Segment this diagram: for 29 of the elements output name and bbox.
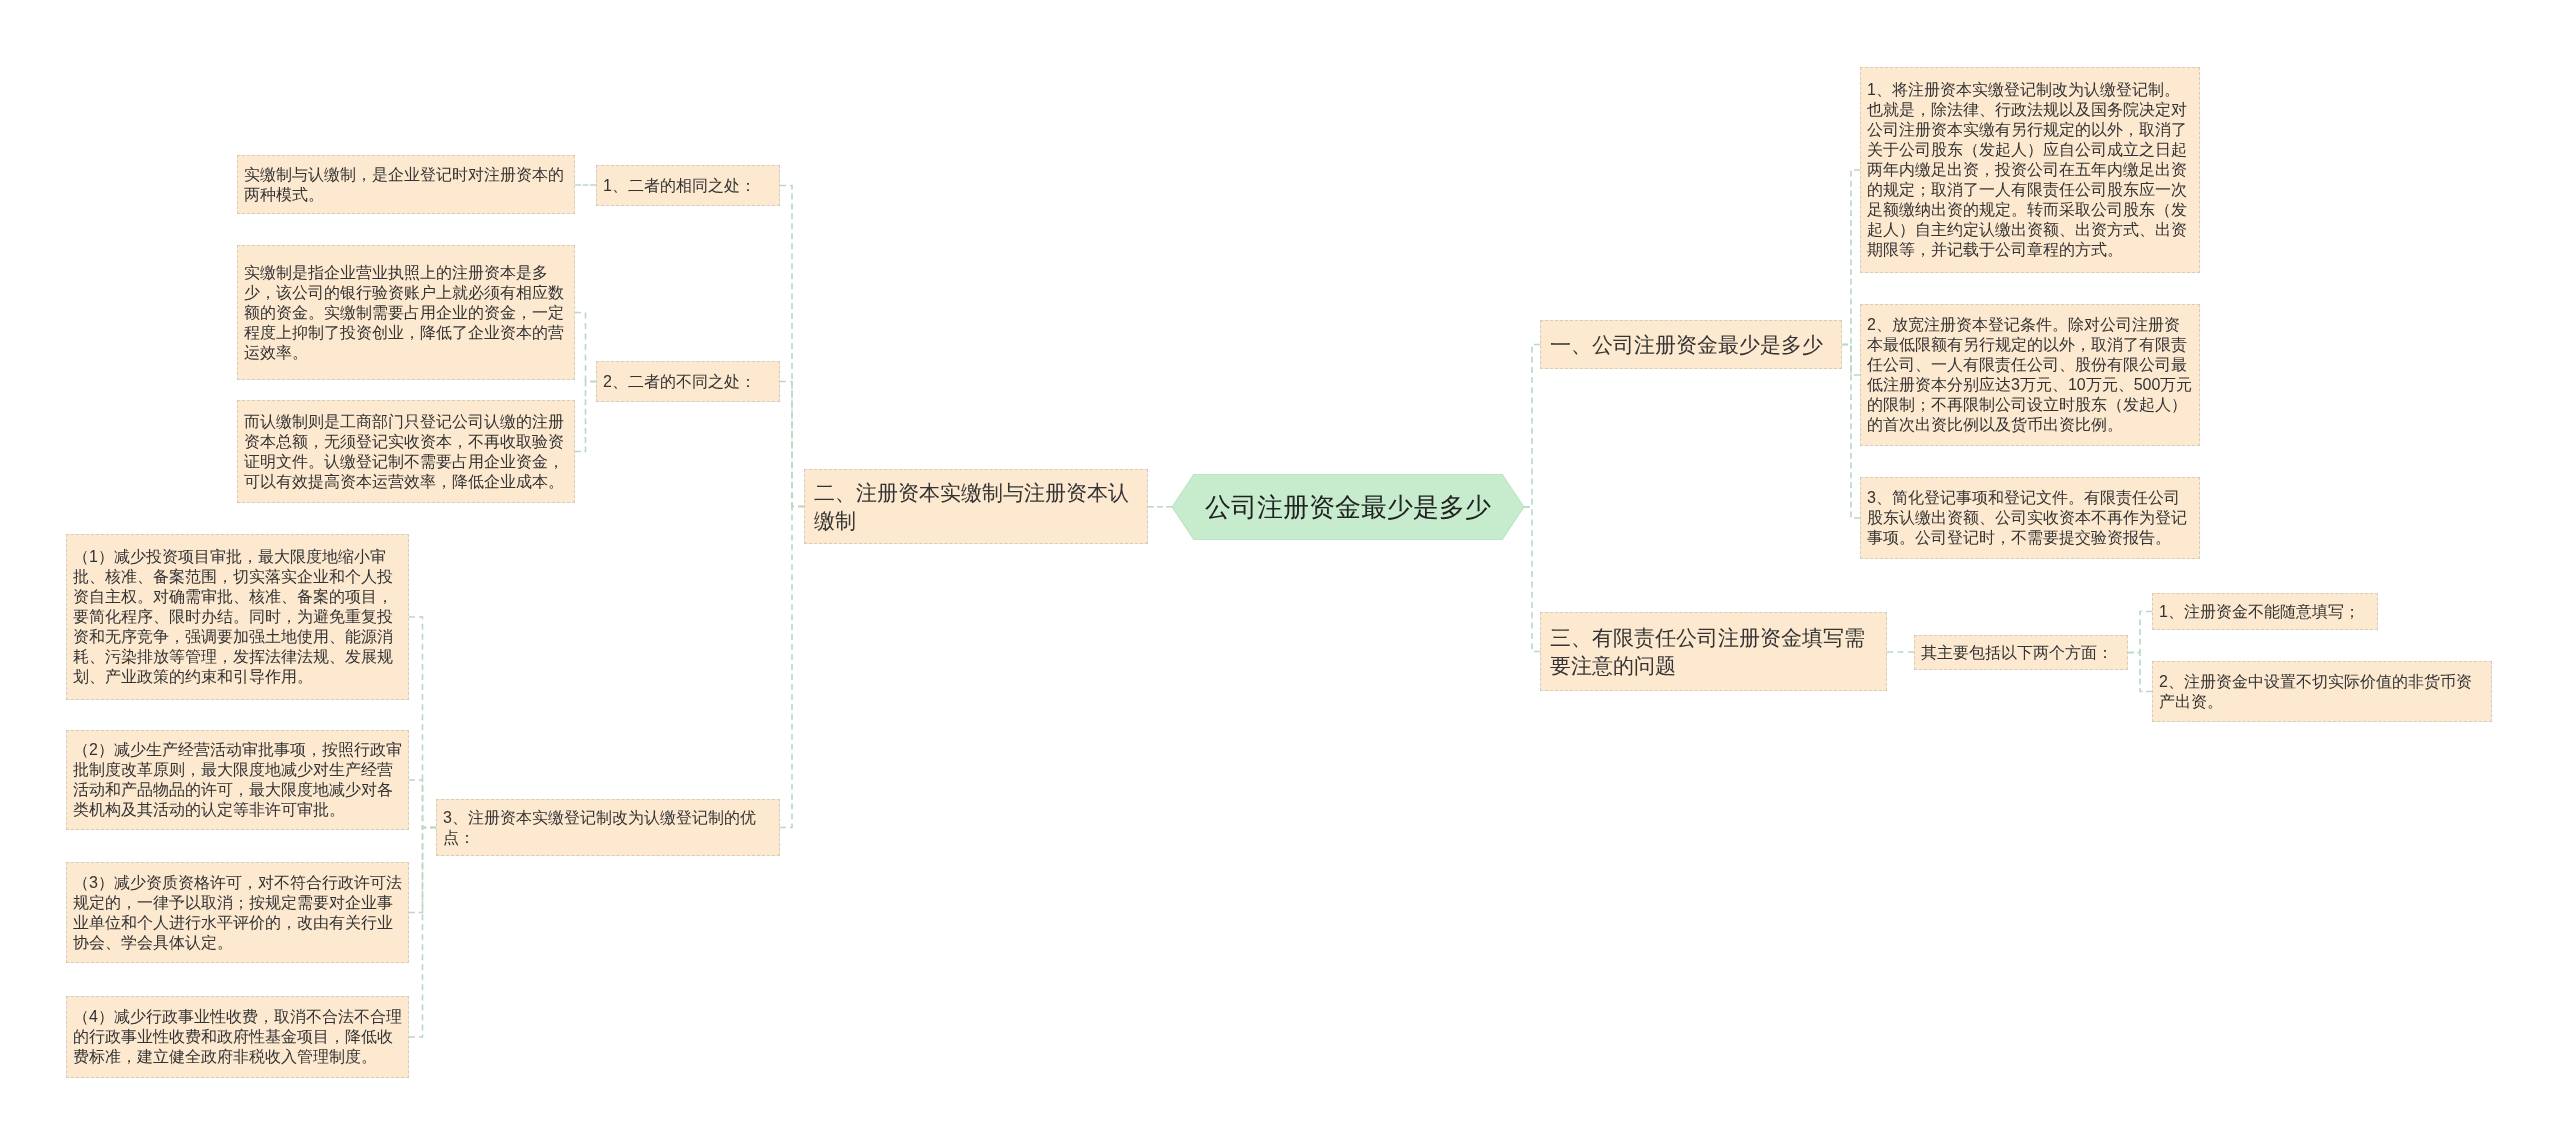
connector-line [779,505,805,829]
note-card: 3、注册资本实缴登记制改为认缴登记制的优点： [436,799,780,856]
note-card: 实缴制与认缴制，是企业登记时对注册资本的两种模式。 [237,155,575,214]
connector-line [574,380,597,453]
note-card: 其主要包括以下两个方面： [1914,635,2128,670]
note-card: 2、注册资金中设置不切实际价值的非货币资产出资。 [2152,661,2492,722]
note-card: 3、简化登记事项和登记文件。有限责任公司股东认缴出资额、公司实收资本不再作为登记事项。公司登记时，不需要提交验资报告。 [1860,477,2200,559]
connector-line [1523,506,1541,653]
central-topic-hexagon: 公司注册资金最少是多少 [1172,474,1524,540]
connector-line [574,184,597,186]
connector-line [408,826,437,1038]
note-card: 1、二者的相同之处： [596,165,780,206]
note-card: （2）减少生产经营活动审批事项，按照行政审批制度改革原则，最大限度地减少对生产经营活动和产品物品的许可，最大限度地减少对各类机构及其活动的认定等非许可审批。 [66,730,409,830]
note-card: 1、将注册资本实缴登记制改为认缴登记制。也就是，除法律、行政法规以及国务院决定对公司注册资本实缴有另行规定的以外，取消了关于公司股东（发起人）应自公司成立之日起两年内缴足出资，投资公司在五年内缴足出资的规定；取消了一人有限责任公司股东应一次足额缴纳出资的规定。转而采取公司股东（发起人）自主约定认缴出资额、出资方式、出资期限等，并记载于公司章程的方式。 [1860,67,2200,273]
note-card: 实缴制是指企业营业执照上的注册资本是多少，该公司的银行验资账户上就必须有相应数额的资金。实缴制需要占用企业的资金，一定程度上抑制了投资创业，降低了企业资本的营运效率。 [237,245,575,380]
topic-card: 二、注册资本实缴制与注册资本认缴制 [804,469,1148,544]
connector-line [1841,343,1861,519]
connector-line [1147,505,1173,508]
note-card: 1、注册资金不能随意填写； [2152,593,2378,630]
note-card: （3）减少资质资格许可，对不符合行政许可法规定的，一律予以取消；按规定需要对企业事业单位和个人进行水平评价的，改由有关行业协会、学会具体认定。 [66,862,409,963]
topic-card: 一、公司注册资金最少是多少 [1540,320,1842,369]
topic-card: 三、有限责任公司注册资金填写需要注意的问题 [1540,612,1887,691]
connector-line [1886,651,1915,653]
note-card: （4）减少行政事业性收费，取消不合法不合理的行政事业性收费和政府性基金项目，降低收费标准，建立健全政府非税收入管理制度。 [66,996,409,1078]
note-card: 2、放宽注册资本登记条件。除对公司注册资本最低限额有另行规定的以外，取消了有限责任公司、一人有限责任公司、股份有限公司最低注册资本分别应达3万元、10万元、500万元的限制；不再限制公司设立时股东（发起人）的首次出资比例以及货币出资比例。 [1860,304,2200,446]
note-card: 而认缴制则是工商部门只登记公司认缴的注册资本总额，无须登记实收资本，不再收取验资证明文件。认缴登记制不需要占用企业资金，可以有效提高资本运营效率，降低企业成本。 [237,400,575,503]
note-card: 2、二者的不同之处： [596,361,780,402]
connector-line [2127,651,2153,693]
note-card: （1）减少投资项目审批，最大限度地缩小审批、核准、备案范围，切实落实企业和个人投资自主权。对确需审批、核准、备案的项目，要简化程序、限时办结。同时，为避免重复投资和无序竞争，强调要加强土地使用、能源消耗、污染排放等管理，发挥法律法规、发展规划、产业政策的约束和引导作用。 [66,534,409,700]
